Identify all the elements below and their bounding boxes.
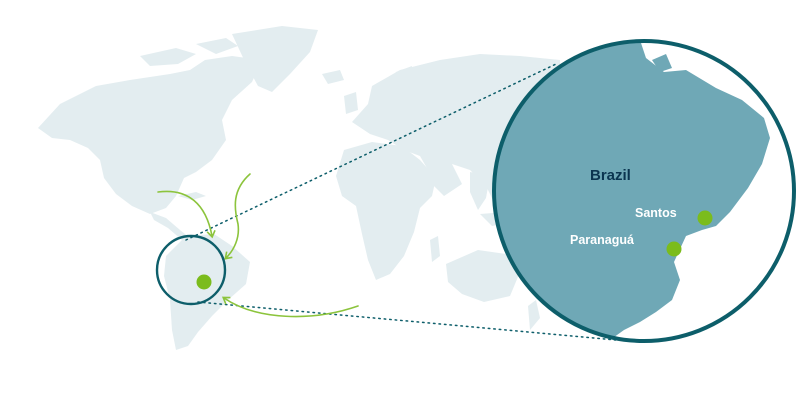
arrow-from-atlantic bbox=[224, 173, 251, 260]
zoom-ring bbox=[492, 39, 796, 343]
south-america bbox=[164, 234, 250, 350]
inbound-arrows bbox=[157, 173, 359, 318]
locator-circle bbox=[155, 234, 227, 306]
port-label-paranagua: Paranaguá bbox=[570, 233, 634, 247]
arctic-islands bbox=[140, 48, 196, 66]
australia bbox=[446, 250, 520, 302]
port-marker-paranagua bbox=[666, 241, 682, 257]
zoom-leader-lines bbox=[185, 63, 617, 341]
port-marker-santos bbox=[697, 210, 713, 226]
brazil-shape bbox=[494, 41, 770, 341]
locator-marker bbox=[196, 274, 212, 290]
central-america bbox=[150, 212, 190, 240]
north-america bbox=[38, 56, 262, 214]
greenland bbox=[232, 26, 318, 92]
arrow-from-africa bbox=[221, 296, 359, 318]
africa bbox=[336, 142, 436, 280]
landmasses bbox=[38, 26, 560, 350]
country-label: Brazil bbox=[590, 167, 631, 184]
port-label-santos: Santos bbox=[635, 206, 677, 220]
arrow-from-north-america bbox=[157, 190, 216, 239]
